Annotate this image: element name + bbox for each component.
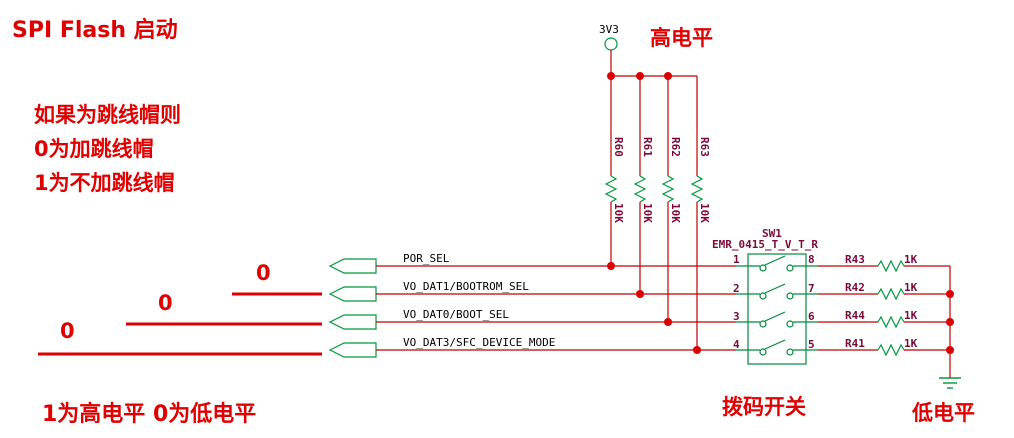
resistor-value: 10K [669, 203, 682, 223]
net-row-4: VO_DAT3/SFC_DEVICE_MODE [328, 336, 736, 358]
resistor-value: 10K [641, 203, 654, 223]
dip-switch-label: 拨码开关 [722, 395, 806, 419]
level-value: 0 [60, 319, 75, 343]
switch-pin: 2 [733, 282, 740, 295]
net-label: POR_SEL [403, 252, 450, 265]
junction-dot [693, 346, 701, 354]
resistor-value: 1K [904, 253, 918, 266]
diagram-title: SPI Flash 启动 [12, 17, 178, 43]
pullup-r63: R63 10K [690, 76, 711, 350]
junction-dot [607, 262, 615, 270]
high-level-label: 高电平 [650, 26, 713, 50]
net-port-icon [328, 258, 377, 274]
switch-pin: 1 [733, 253, 740, 266]
resistor-ref: R44 [845, 309, 865, 322]
resistor-ref: R63 [698, 137, 711, 157]
switch-body [747, 253, 807, 365]
net-port-icon [328, 342, 377, 358]
switch-ref: SW1 [762, 227, 782, 240]
resistor-value: 1K [904, 281, 918, 294]
power-symbol-icon [604, 37, 618, 51]
low-level-label: 低电平 [911, 401, 975, 425]
switch-pin: 4 [733, 338, 740, 351]
pulldown-r41: R41 1K [818, 337, 950, 357]
resistor-value: 1K [904, 337, 918, 350]
net-row-2: VO_DAT1/BOOTROM_SEL [328, 280, 736, 302]
resistor-ref: R42 [845, 281, 865, 294]
pullup-r62: R62 10K [661, 76, 682, 322]
net-label: VO_DAT3/SFC_DEVICE_MODE [403, 336, 555, 349]
switch-contact-icon [736, 283, 818, 300]
resistor-value: 1K [904, 309, 918, 322]
switch-pin: 3 [733, 310, 740, 323]
net-row-3: VO_DAT0/BOOT_SEL [328, 308, 736, 330]
switch-pin: 8 [808, 253, 815, 266]
note-line-2: 0为加跳线帽 [34, 137, 154, 161]
junction-dot [946, 290, 954, 298]
ground-symbol-icon [939, 377, 961, 389]
net-port-icon [328, 286, 377, 302]
net-label: VO_DAT1/BOOTROM_SEL [403, 280, 529, 293]
note-line-1: 如果为跳线帽则 [34, 103, 181, 127]
resistor-value: 10K [698, 203, 711, 223]
junction-dot [946, 346, 954, 354]
pulldown-r43: R43 1K [818, 253, 950, 273]
net-label: VO_DAT0/BOOT_SEL [403, 308, 509, 321]
switch-contact-icon [736, 339, 818, 356]
switch-pin: 5 [808, 338, 815, 351]
power-label: 3V3 [599, 23, 619, 36]
switch-contact-icon [736, 311, 818, 328]
pullup-r60: R60 10K [604, 76, 625, 266]
switch-part: EMR_0415_T_V_T_R [712, 238, 818, 251]
resistor-ref: R43 [845, 253, 865, 266]
resistor-ref: R61 [641, 137, 654, 157]
level-value: 0 [256, 261, 271, 285]
resistor-ref: R62 [669, 137, 682, 157]
resistor-ref: R41 [845, 337, 865, 350]
switch-contact-icon [736, 255, 818, 272]
switch-pin: 7 [808, 282, 815, 295]
legend-bottom: 1为高电平 0为低电平 [42, 401, 256, 427]
pullup-r61: R61 10K [633, 76, 654, 294]
junction-dot [664, 318, 672, 326]
junction-dot [636, 290, 644, 298]
net-port-icon [328, 314, 377, 330]
level-value: 0 [158, 291, 173, 315]
pulldown-r42: R42 1K [818, 281, 950, 301]
resistor-ref: R60 [612, 137, 625, 157]
junction-dot [946, 318, 954, 326]
resistor-value: 10K [612, 203, 625, 223]
switch-pin: 6 [808, 310, 815, 323]
note-line-3: 1为不加跳线帽 [34, 171, 175, 195]
net-row-1: POR_SEL [328, 252, 736, 274]
dip-switch: SW1 EMR_0415_T_V_T_R 1 2 3 4 8 7 6 5 [712, 227, 818, 365]
pulldown-r44: R44 1K [818, 309, 950, 329]
